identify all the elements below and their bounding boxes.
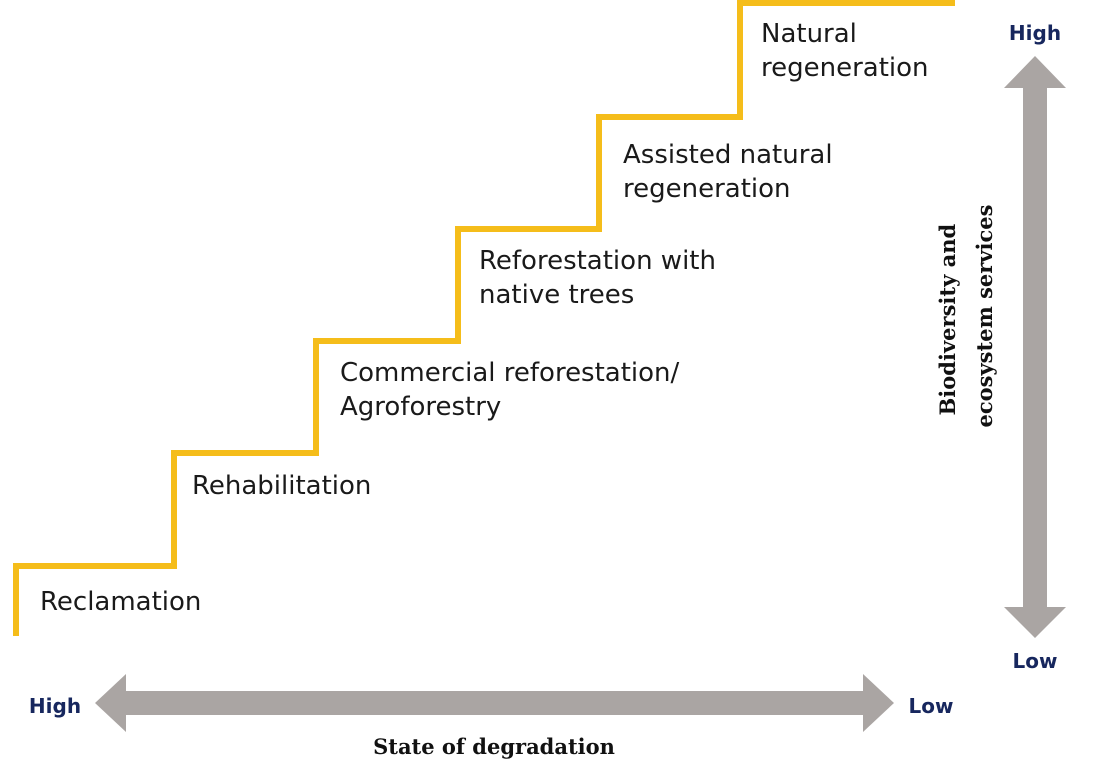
step-label-natural-regeneration: Natural regeneration xyxy=(761,19,929,83)
x-axis-low-label: Low xyxy=(909,694,954,718)
y-axis-title-line: Biodiversity and xyxy=(935,224,960,416)
staircase-line xyxy=(13,0,955,636)
y-axis-title: Biodiversity and ecosystem services xyxy=(935,205,997,428)
step-label-line: Reclamation xyxy=(40,587,201,617)
step-label-line: Agroforestry xyxy=(340,392,501,422)
step-label-reclamation: Reclamation xyxy=(40,587,201,617)
step-label-line: Commercial reforestation/ xyxy=(340,358,680,388)
y-axis-title-line: ecosystem services xyxy=(972,205,997,428)
step-label-commercial-reforestation: Commercial reforestation/ Agroforestry xyxy=(340,358,688,422)
x-axis-title: State of degradation xyxy=(373,734,615,759)
step-label-rehabilitation: Rehabilitation xyxy=(192,471,371,501)
step-label-reforestation-native-trees: Reforestation with native trees xyxy=(479,246,724,310)
vertical-double-arrow xyxy=(1004,56,1066,638)
y-axis-low-label: Low xyxy=(1013,649,1058,673)
horizontal-double-arrow xyxy=(95,674,894,732)
step-label-line: Natural xyxy=(761,19,857,49)
x-axis-high-label: High xyxy=(29,694,81,718)
step-label-line: regeneration xyxy=(623,174,791,204)
step-label-line: Rehabilitation xyxy=(192,471,371,501)
step-label-assisted-natural-regeneration: Assisted natural regeneration xyxy=(623,140,841,204)
step-label-line: Reforestation with xyxy=(479,246,716,276)
step-label-line: Assisted natural xyxy=(623,140,833,170)
y-axis-high-label: High xyxy=(1009,21,1061,45)
step-label-line: native trees xyxy=(479,280,634,310)
step-label-line: regeneration xyxy=(761,53,929,83)
